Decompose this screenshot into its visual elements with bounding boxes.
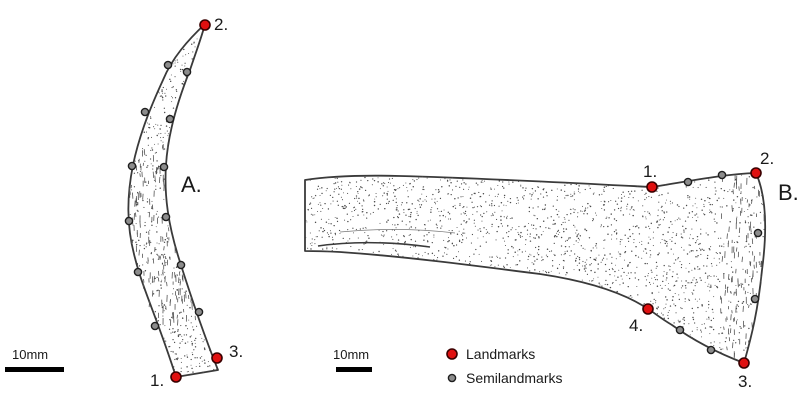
legend-semilandmark-label: Semilandmarks (466, 370, 562, 386)
bone-a-outline (127, 23, 219, 378)
landmark-b-4-label: 4. (629, 316, 643, 335)
landmarks-a: 1. 2. 3. (150, 15, 243, 390)
semilandmark-point (706, 345, 716, 355)
landmark-a-3-label: 3. (229, 342, 243, 361)
bone-b-inner-line (317, 241, 431, 248)
landmark-b-1 (646, 181, 658, 193)
semilandmark-point (150, 321, 160, 331)
semilandmark-point (127, 161, 137, 171)
landmark-b-4 (642, 303, 654, 315)
landmark-b-2-label: 2. (760, 149, 774, 168)
semilandmark-point (161, 212, 171, 222)
semilandmark-point (140, 107, 150, 117)
scale-bar-b-label: 10mm (333, 347, 369, 362)
scale-bar-a: 10mm (5, 347, 64, 372)
scale-bar-a-bar (5, 367, 64, 372)
landmark-b-2 (750, 167, 762, 179)
panel-b-label: B. (778, 180, 799, 205)
semilandmark-point (194, 307, 204, 317)
scale-bar-b: 10mm (333, 347, 372, 372)
panel-b (304, 172, 766, 364)
semilandmark-point (133, 267, 143, 277)
panel-a (127, 23, 219, 378)
semilandmark-point (176, 260, 186, 270)
landmark-a-1-label: 1. (150, 371, 164, 390)
semilandmark-point (750, 294, 760, 304)
panel-a-label: A. (181, 172, 202, 197)
semilandmarks-a (124, 60, 204, 331)
landmark-a-1 (170, 371, 182, 383)
landmark-b-3 (738, 357, 750, 369)
semilandmark-point (124, 216, 134, 226)
scale-bar-b-bar (336, 367, 372, 372)
semilandmark-point (675, 325, 685, 335)
semilandmark-point (165, 114, 175, 124)
landmark-a-2 (199, 19, 211, 31)
landmarks-b: 1. 2. 3. 4. (629, 149, 774, 391)
semilandmark-point (717, 170, 727, 180)
semilandmark-point (159, 162, 169, 172)
landmark-b-1-label: 1. (643, 162, 657, 181)
legend-semilandmark-swatch (447, 373, 457, 383)
legend-landmark-label: Landmarks (466, 346, 535, 362)
landmark-a-3 (211, 352, 223, 364)
semilandmark-point (163, 60, 173, 70)
legend-landmark-swatch (446, 348, 458, 360)
bone-b-inner-line-2 (339, 229, 456, 234)
semilandmarks-b (675, 170, 763, 355)
landmark-a-2-label: 2. (214, 15, 228, 34)
semilandmark-point (182, 67, 192, 77)
semilandmark-point (753, 228, 763, 238)
bone-b-stipple (305, 174, 766, 360)
scale-bar-a-label: 10mm (12, 347, 48, 362)
legend: Landmarks Semilandmarks (446, 346, 562, 386)
landmark-b-3-label: 3. (738, 372, 752, 391)
semilandmark-point (683, 177, 693, 187)
bone-b-outline (304, 172, 766, 364)
